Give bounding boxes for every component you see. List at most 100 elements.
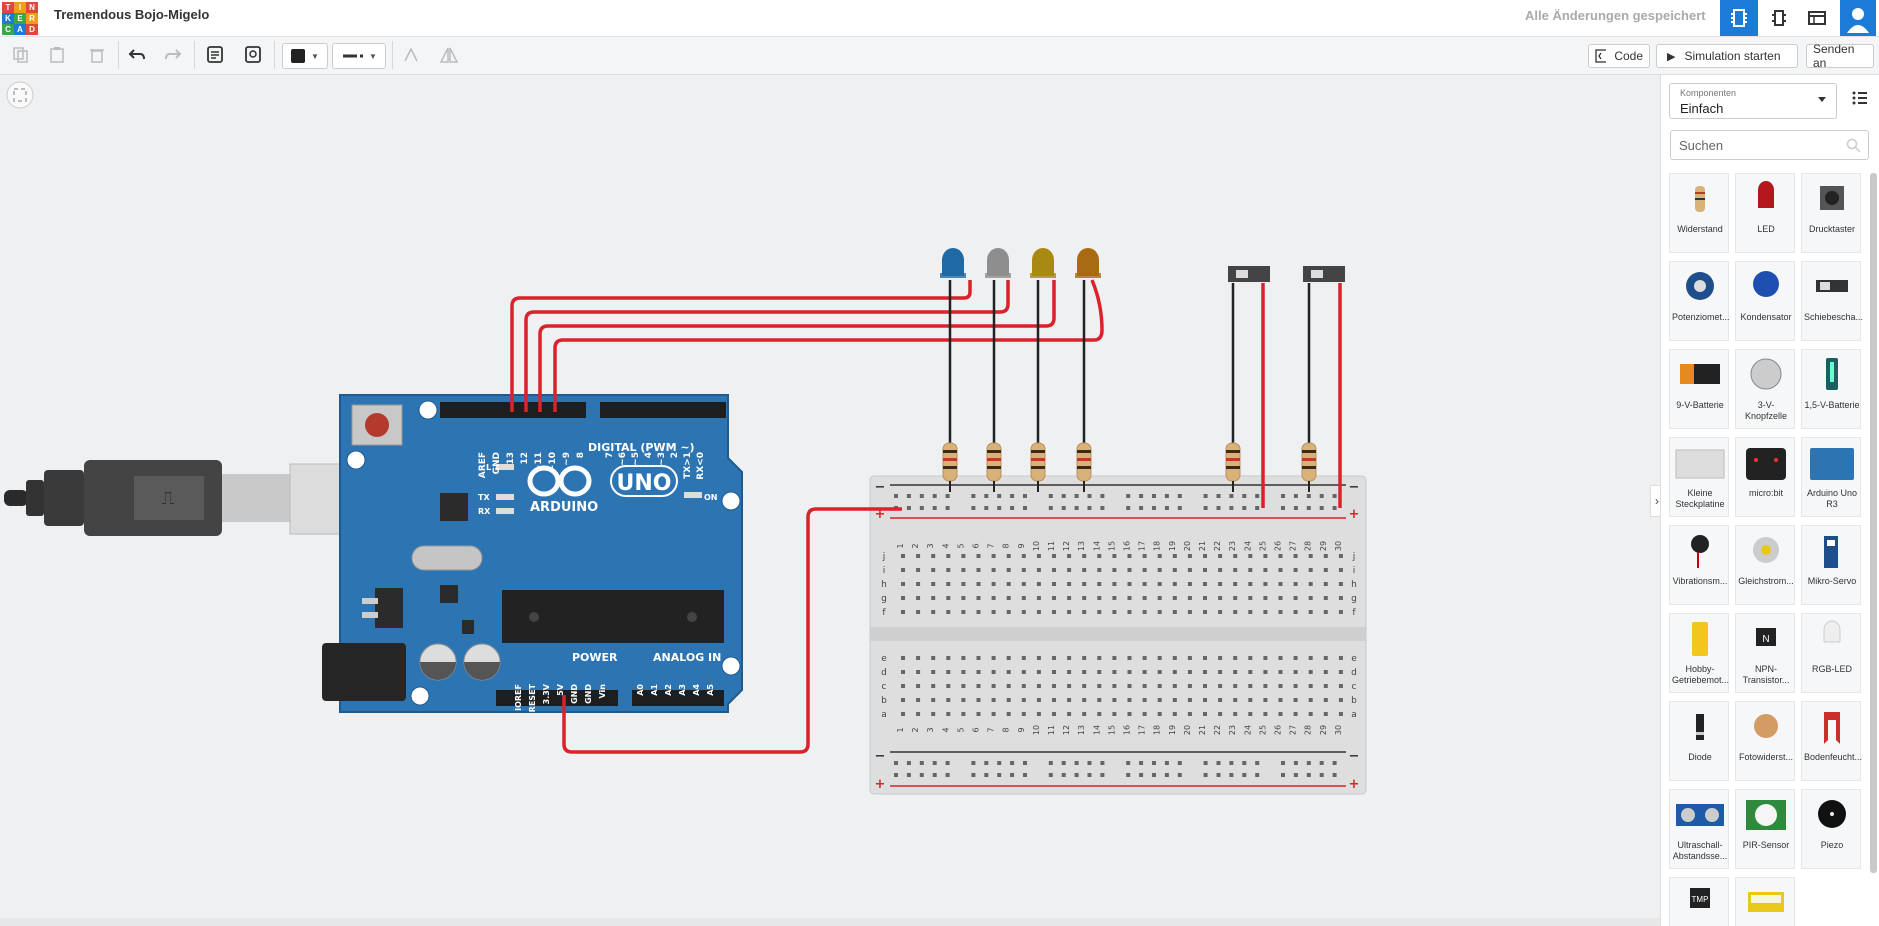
breadboard-hole[interactable] xyxy=(946,670,951,674)
breadboard-hole[interactable] xyxy=(1203,610,1207,614)
component-tile[interactable]: Mikro-Servo xyxy=(1801,525,1861,605)
breadboard-hole[interactable] xyxy=(1142,554,1147,558)
breadboard-hole[interactable] xyxy=(1112,610,1117,614)
rail-hole[interactable] xyxy=(1126,773,1131,777)
breadboard-hole[interactable] xyxy=(901,582,905,586)
breadboard-hole[interactable] xyxy=(946,712,951,716)
breadboard-hole[interactable] xyxy=(1112,656,1117,660)
breadboard-hole[interactable] xyxy=(1097,596,1102,600)
breadboard-hole[interactable] xyxy=(1142,610,1147,614)
breadboard-hole[interactable] xyxy=(1218,582,1223,586)
breadboard-hole[interactable] xyxy=(1157,684,1162,688)
rail-hole[interactable] xyxy=(906,773,911,777)
breadboard-hole[interactable] xyxy=(1172,582,1177,586)
rail-hole[interactable] xyxy=(1061,761,1066,765)
rail-hole[interactable] xyxy=(1100,506,1105,510)
breadboard-hole[interactable] xyxy=(1021,582,1026,586)
rail-hole[interactable] xyxy=(1319,494,1324,498)
breadboard-hole[interactable] xyxy=(1021,698,1026,702)
rail-hole[interactable] xyxy=(984,761,989,765)
breadboard-hole[interactable] xyxy=(1172,610,1177,614)
rail-hole[interactable] xyxy=(1139,506,1144,510)
breadboard-hole[interactable] xyxy=(1097,554,1102,558)
rail-hole[interactable] xyxy=(1177,506,1182,510)
breadboard-hole[interactable] xyxy=(901,712,905,716)
breadboard-hole[interactable] xyxy=(931,684,936,688)
breadboard-hole[interactable] xyxy=(1097,610,1102,614)
breadboard-hole[interactable] xyxy=(1082,554,1087,558)
breadboard-hole[interactable] xyxy=(946,596,951,600)
rail-hole[interactable] xyxy=(1100,494,1105,498)
breadboard-hole[interactable] xyxy=(1021,610,1026,614)
breadboard-hole[interactable] xyxy=(1021,670,1026,674)
rail-hole[interactable] xyxy=(1216,761,1221,765)
slide-switch-1[interactable] xyxy=(1228,266,1270,282)
rail-hole[interactable] xyxy=(1281,773,1285,777)
breadboard-hole[interactable] xyxy=(1203,582,1207,586)
rail-hole[interactable] xyxy=(945,761,950,765)
breadboard-hole[interactable] xyxy=(1006,554,1011,558)
component-tile[interactable]: LED xyxy=(1735,173,1795,253)
rail-hole[interactable] xyxy=(1203,773,1208,777)
breadboard-hole[interactable] xyxy=(1308,698,1313,702)
breadboard-hole[interactable] xyxy=(991,712,996,716)
rail-hole[interactable] xyxy=(1074,506,1079,510)
breadboard-hole[interactable] xyxy=(1127,554,1132,558)
breadboard-hole[interactable] xyxy=(1278,554,1283,558)
breadboard-hole[interactable] xyxy=(1263,670,1268,674)
rail-hole[interactable] xyxy=(1242,761,1247,765)
breadboard-hole[interactable] xyxy=(1021,656,1026,660)
rail-hole[interactable] xyxy=(1242,494,1247,498)
rail-hole[interactable] xyxy=(1023,773,1027,777)
breadboard-hole[interactable] xyxy=(961,670,966,674)
breadboard-hole[interactable] xyxy=(961,596,966,600)
breadboard-hole[interactable] xyxy=(1308,670,1313,674)
breadboard-hole[interactable] xyxy=(1157,670,1162,674)
component-tile[interactable]: Hobby-Getriebemot... xyxy=(1669,613,1729,693)
breadboard-hole[interactable] xyxy=(976,554,981,558)
breadboard-hole[interactable] xyxy=(976,712,981,716)
rail-hole[interactable] xyxy=(997,773,1002,777)
wire-5v-rail[interactable] xyxy=(562,507,902,754)
breadboard-hole[interactable] xyxy=(1233,712,1238,716)
breadboard-hole[interactable] xyxy=(916,596,921,600)
rail-hole[interactable] xyxy=(1010,494,1015,498)
breadboard-hole[interactable] xyxy=(931,610,936,614)
breadboard-hole[interactable] xyxy=(1233,582,1238,586)
breadboard-hole[interactable] xyxy=(1082,684,1087,688)
component-tile[interactable]: 1,5-V-Batterie xyxy=(1801,349,1861,429)
circuit-drawing[interactable]: ⎍ xyxy=(0,75,1660,926)
rail-hole[interactable] xyxy=(1229,494,1234,498)
breadboard-hole[interactable] xyxy=(976,582,981,586)
breadboard-hole[interactable] xyxy=(961,582,966,586)
slide-switch-2[interactable] xyxy=(1303,266,1345,282)
breadboard-hole[interactable] xyxy=(1308,596,1313,600)
breadboard-hole[interactable] xyxy=(1036,712,1041,716)
breadboard-hole[interactable] xyxy=(1338,554,1343,558)
breadboard-hole[interactable] xyxy=(1248,582,1253,586)
breadboard-hole[interactable] xyxy=(1323,712,1328,716)
breadboard-hole[interactable] xyxy=(1338,712,1343,716)
breadboard-hole[interactable] xyxy=(1021,568,1026,572)
rail-hole[interactable] xyxy=(1010,506,1015,510)
led[interactable] xyxy=(1030,248,1056,278)
rail-hole[interactable] xyxy=(971,773,976,777)
breadboard-hole[interactable] xyxy=(961,656,966,660)
breadboard-hole[interactable] xyxy=(1036,684,1041,688)
breadboard-hole[interactable] xyxy=(1127,684,1132,688)
rail-hole[interactable] xyxy=(1061,494,1066,498)
breadboard-hole[interactable] xyxy=(1052,582,1056,586)
breadboard-hole[interactable] xyxy=(1218,554,1223,558)
rail-hole[interactable] xyxy=(906,506,911,510)
component-tile[interactable]: Gleichstrom... xyxy=(1735,525,1795,605)
breadboard-hole[interactable] xyxy=(946,610,951,614)
breadboard-hole[interactable] xyxy=(1323,684,1328,688)
breadboard-hole[interactable] xyxy=(1082,698,1087,702)
breadboard-hole[interactable] xyxy=(1142,698,1147,702)
rail-hole[interactable] xyxy=(1255,761,1260,765)
breadboard-hole[interactable] xyxy=(1172,554,1177,558)
breadboard-hole[interactable] xyxy=(1293,554,1298,558)
breadboard-hole[interactable] xyxy=(1338,670,1343,674)
leds[interactable] xyxy=(940,248,1101,278)
breadboard-hole[interactable] xyxy=(1006,568,1011,572)
